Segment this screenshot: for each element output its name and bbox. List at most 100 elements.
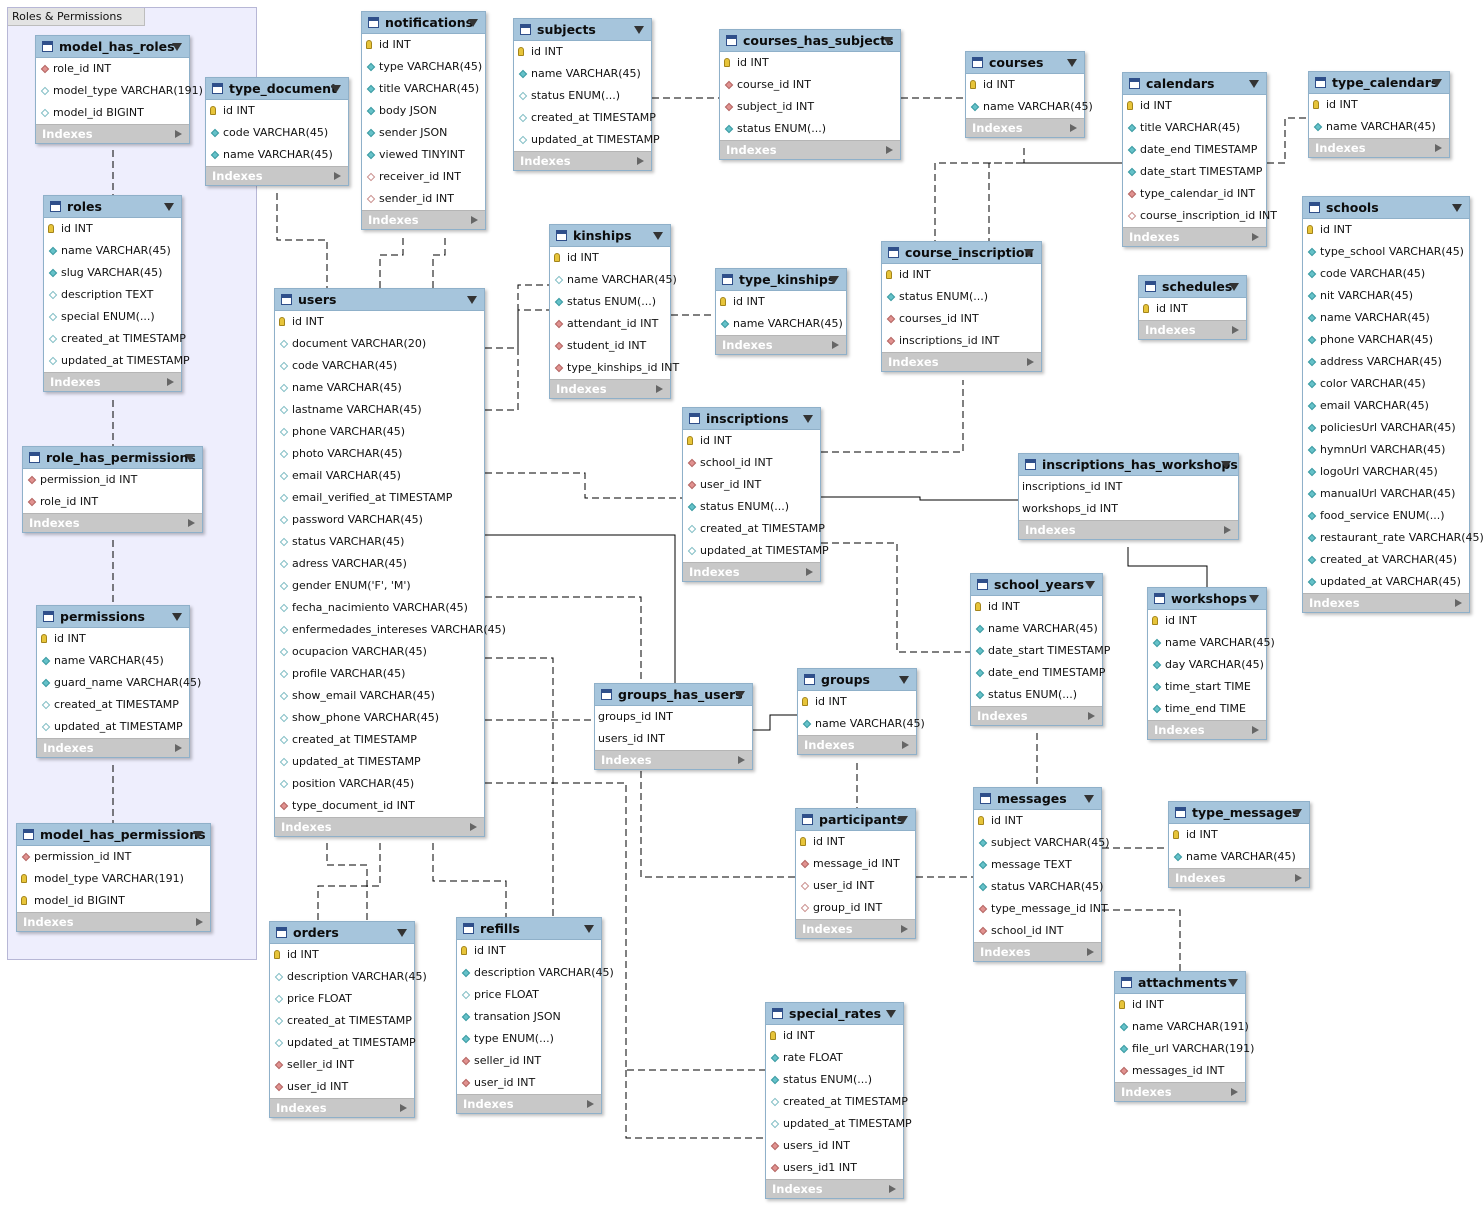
column-row[interactable]: status ENUM(...) [514, 85, 651, 107]
column-row[interactable]: seller_id INT [270, 1054, 414, 1076]
table-header[interactable]: model_has_permissions [17, 824, 210, 846]
column-row[interactable]: model_type VARCHAR(191) [36, 80, 203, 102]
table-header[interactable]: type_document [206, 78, 348, 100]
indexes-section[interactable]: Indexes [550, 379, 670, 398]
expand-arrow-icon[interactable] [587, 1100, 594, 1108]
collapse-arrow-icon[interactable] [467, 296, 477, 304]
column-row[interactable]: id INT [766, 1025, 903, 1047]
column-row[interactable]: id INT [1139, 298, 1246, 320]
column-row[interactable]: logoUrl VARCHAR(45) [1303, 461, 1469, 483]
collapse-arrow-icon[interactable] [886, 1010, 896, 1018]
column-row[interactable]: id INT [1309, 94, 1449, 116]
relationship-line[interactable] [1127, 547, 1208, 587]
column-row[interactable]: created_at VARCHAR(45) [1303, 549, 1469, 571]
column-row[interactable]: hymnUrl VARCHAR(45) [1303, 439, 1469, 461]
column-row[interactable]: id INT [1148, 610, 1266, 632]
expand-arrow-icon[interactable] [806, 568, 813, 576]
column-row[interactable]: time_start TIME [1148, 676, 1266, 698]
column-row[interactable]: name VARCHAR(45) [971, 618, 1102, 640]
column-row[interactable]: address VARCHAR(45) [1303, 351, 1469, 373]
column-row[interactable]: permission_id INT [17, 846, 210, 868]
indexes-section[interactable]: Indexes [720, 140, 900, 159]
column-row[interactable]: permission_id INT [23, 469, 202, 491]
column-row[interactable]: code VARCHAR(45) [206, 122, 348, 144]
column-row[interactable]: color VARCHAR(45) [1303, 373, 1469, 395]
column-row[interactable]: lastname VARCHAR(45) [275, 399, 484, 421]
column-row[interactable]: type_message_id INT [974, 898, 1108, 920]
table-header[interactable]: groups [798, 669, 916, 691]
column-row[interactable]: id INT [457, 940, 601, 962]
column-row[interactable]: name VARCHAR(45) [37, 650, 189, 672]
column-row[interactable]: id INT [275, 311, 484, 333]
column-row[interactable]: status ENUM(...) [683, 496, 820, 518]
indexes-section[interactable]: Indexes [974, 942, 1101, 961]
column-row[interactable]: status VARCHAR(45) [275, 531, 484, 553]
collapse-arrow-icon[interactable] [1432, 79, 1442, 87]
column-row[interactable]: name VARCHAR(45) [1309, 116, 1449, 138]
collapse-arrow-icon[interactable] [1067, 59, 1077, 67]
column-row[interactable]: document VARCHAR(20) [275, 333, 484, 355]
column-row[interactable]: users_id1 INT [766, 1157, 903, 1179]
collapse-arrow-icon[interactable] [1292, 809, 1302, 817]
column-row[interactable]: attendant_id INT [550, 313, 670, 335]
expand-arrow-icon[interactable] [1231, 1088, 1238, 1096]
table-header[interactable]: school_years [971, 574, 1102, 596]
column-row[interactable]: model_id BIGINT [36, 102, 189, 124]
column-row[interactable]: manualUrl VARCHAR(45) [1303, 483, 1469, 505]
expand-arrow-icon[interactable] [167, 378, 174, 386]
table-header[interactable]: type_kinships [716, 269, 846, 291]
column-row[interactable]: groups_id INT [595, 706, 752, 728]
column-row[interactable]: subject_id INT [720, 96, 900, 118]
column-row[interactable]: position VARCHAR(45) [275, 773, 484, 795]
column-row[interactable]: messages_id INT [1115, 1060, 1245, 1082]
table-header[interactable]: users [275, 289, 484, 311]
column-row[interactable]: school_id INT [974, 920, 1101, 942]
column-row[interactable]: updated_at TIMESTAMP [44, 350, 190, 372]
expand-arrow-icon[interactable] [175, 744, 182, 752]
column-row[interactable]: receiver_id INT [362, 166, 485, 188]
table-header[interactable]: attachments [1115, 972, 1245, 994]
column-row[interactable]: date_end TIMESTAMP [1123, 139, 1266, 161]
column-row[interactable]: status ENUM(...) [882, 286, 1041, 308]
indexes-section[interactable]: Indexes [1123, 227, 1266, 246]
relationship-line[interactable] [485, 657, 554, 917]
relationship-line[interactable] [988, 162, 1024, 241]
column-row[interactable]: phone VARCHAR(45) [275, 421, 484, 443]
indexes-section[interactable]: Indexes [275, 817, 484, 836]
relationship-line[interactable] [821, 380, 964, 453]
table-header[interactable]: role_has_permissions [23, 447, 202, 469]
table-header[interactable]: courses_has_subjects [720, 30, 900, 52]
column-row[interactable]: status VARCHAR(45) [974, 876, 1103, 898]
column-row[interactable]: id INT [270, 944, 414, 966]
column-row[interactable]: show_phone VARCHAR(45) [275, 707, 484, 729]
column-row[interactable]: updated_at VARCHAR(45) [1303, 571, 1469, 593]
column-row[interactable]: user_id INT [457, 1072, 601, 1094]
table-header[interactable]: participants [796, 809, 915, 831]
column-row[interactable]: show_email VARCHAR(45) [275, 685, 484, 707]
column-row[interactable]: role_id INT [36, 58, 189, 80]
column-row[interactable]: day VARCHAR(45) [1148, 654, 1266, 676]
column-row[interactable]: name VARCHAR(45) [798, 713, 925, 735]
collapse-arrow-icon[interactable] [829, 276, 839, 284]
column-row[interactable]: name VARCHAR(45) [1169, 846, 1309, 868]
column-row[interactable]: name VARCHAR(45) [1148, 632, 1275, 654]
column-row[interactable]: type VARCHAR(45) [362, 56, 485, 78]
collapse-arrow-icon[interactable] [1249, 595, 1259, 603]
column-row[interactable]: type_calendar_id INT [1123, 183, 1266, 205]
column-row[interactable]: price FLOAT [270, 988, 414, 1010]
indexes-section[interactable]: Indexes [514, 151, 651, 170]
indexes-section[interactable]: Indexes [1169, 868, 1309, 887]
